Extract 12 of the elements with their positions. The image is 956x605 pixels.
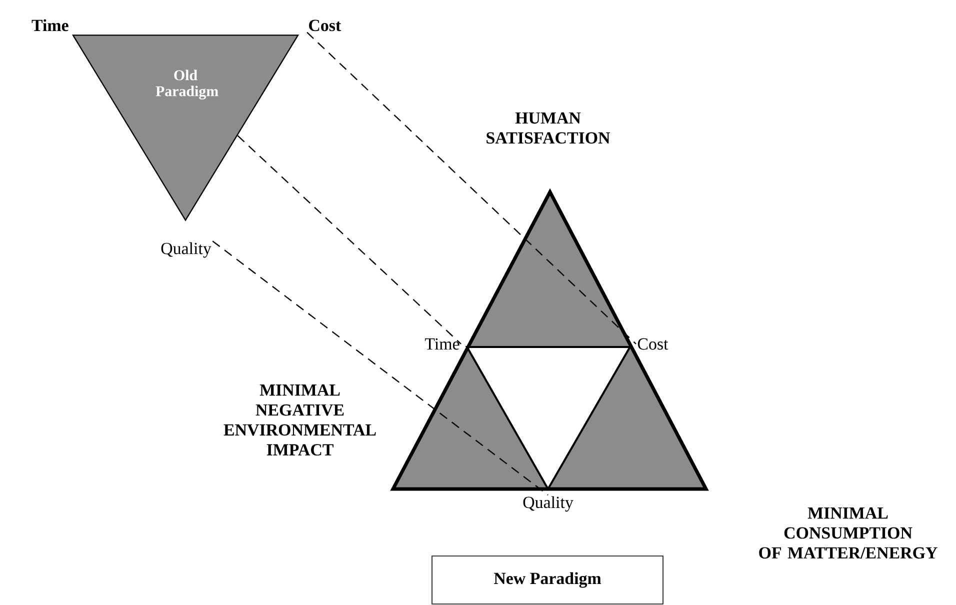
dashed-line — [237, 135, 462, 344]
vertex-label: Cost — [638, 338, 668, 350]
heading: MINIMAL NEGATIVE ENVIRONMENTAL IMPACT — [224, 384, 376, 456]
vertex-label: Quality — [523, 496, 574, 512]
vertex-label: Time — [32, 19, 68, 32]
heading: HUMAN SATISFACTION — [486, 112, 610, 144]
vertex-label: Time — [424, 338, 460, 350]
heading: MINIMAL CONSUMPTION OF MATTER/ENERGY — [759, 507, 938, 559]
vertex-label: Cost — [309, 20, 342, 32]
vertex-label: Quality — [161, 242, 212, 258]
dashed-line — [306, 32, 636, 344]
label-box: New Paradigm — [432, 556, 664, 604]
